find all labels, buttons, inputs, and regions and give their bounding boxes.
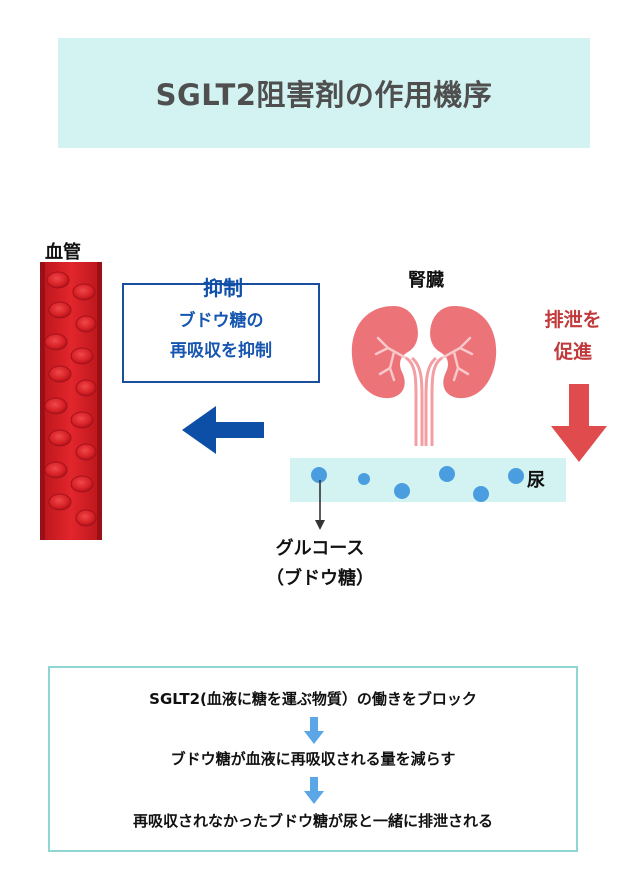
page-title: SGLT2阻害剤の作用機序	[155, 78, 493, 112]
excretion-label: 排泄を 促進	[528, 304, 618, 368]
glucose-dot	[358, 473, 370, 485]
glucose-label: グルコース （ブドウ糖）	[250, 534, 390, 594]
flow-step-3: 再吸収されなかったブドウ糖が尿と一緒に排泄される	[132, 812, 493, 830]
flow-step-1: SGLT2(血液に糖を運ぶ物質）の働きをブロック	[149, 690, 477, 708]
excretion-line-1: 排泄を	[544, 309, 602, 331]
urine-label: 尿	[527, 470, 545, 491]
blood-vessel-label: 血管	[45, 242, 81, 263]
excretion-line-2: 促進	[553, 341, 592, 363]
glucose-dot	[311, 467, 327, 483]
glucose-molecules	[311, 466, 524, 502]
flow-down-arrow-icon	[304, 717, 324, 744]
mechanism-flow-box: SGLT2(血液に糖を運ぶ物質）の働きをブロック ブドウ糖が血液に再吸収される量…	[48, 666, 578, 852]
pointer-arrow-icon	[315, 480, 325, 530]
glucose-dot	[508, 468, 524, 484]
inhibition-box: ブドウ糖の 再吸収を抑制	[122, 283, 320, 383]
kidney-label: 腎臓	[408, 270, 444, 291]
inhibition-line-2: 再吸収を抑制	[170, 341, 272, 361]
glucose-line-1: グルコース	[275, 538, 365, 559]
blood-vessel-illustration	[40, 262, 102, 540]
title-banner: SGLT2阻害剤の作用機序	[58, 38, 590, 148]
glucose-dot	[394, 483, 410, 499]
flow-down-arrow-icon	[304, 777, 324, 804]
flow-step-2: ブドウ糖が血液に再吸収される量を減らす	[170, 750, 456, 768]
kidney-icon	[351, 306, 497, 446]
inhibition-line-1: ブドウ糖の	[178, 311, 264, 331]
glucose-dot	[439, 466, 455, 482]
glucose-line-2: （ブドウ糖）	[266, 568, 374, 589]
inhibition-title: 抑制	[203, 276, 243, 300]
down-arrow-icon	[551, 384, 607, 462]
glucose-dot	[473, 486, 489, 502]
left-arrow-icon	[182, 406, 264, 454]
